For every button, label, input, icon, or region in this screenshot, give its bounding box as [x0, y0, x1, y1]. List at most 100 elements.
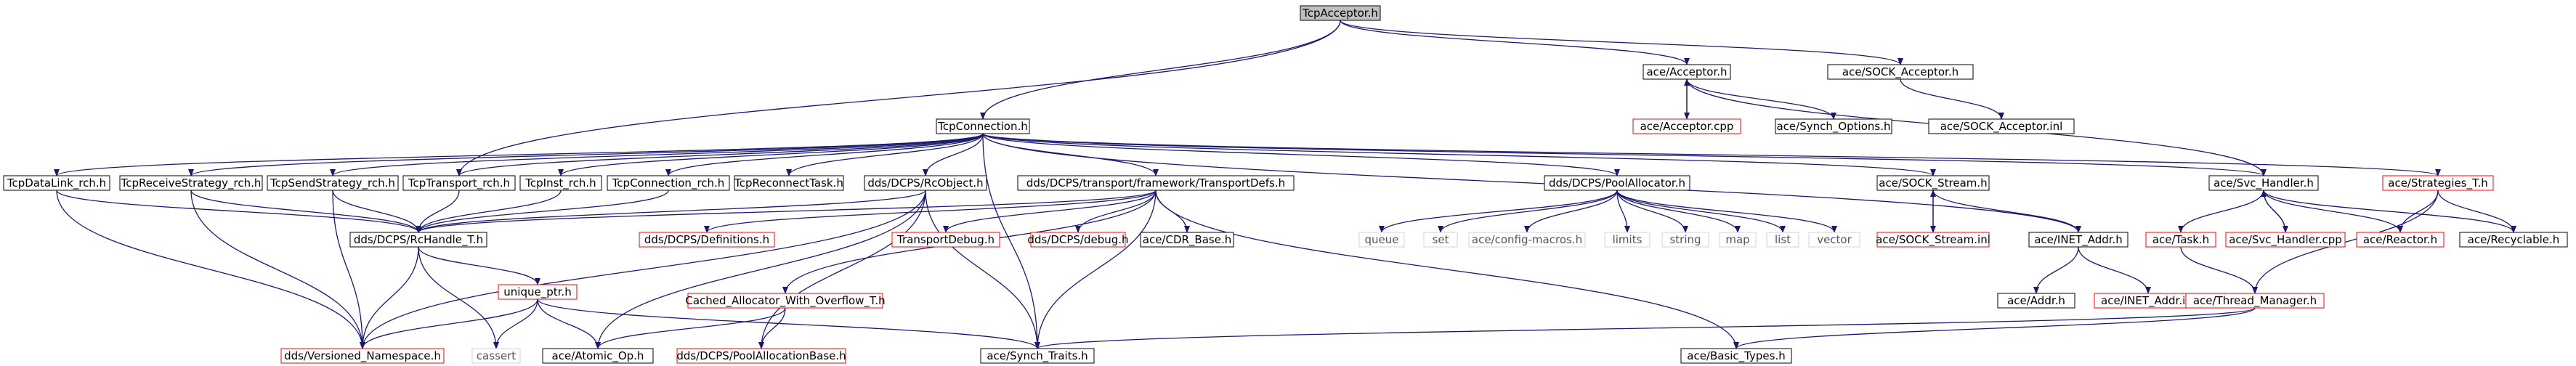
include-edge	[1340, 20, 1690, 65]
node-box	[1928, 118, 2075, 134]
node-ace-synch-traits-h[interactable]: ace/Synch_Traits.h	[980, 348, 1095, 364]
node-ace-sock-acceptor-h[interactable]: ace/SOCK_Acceptor.h	[1827, 64, 1974, 80]
node-tcpconnection-h[interactable]: TcpConnection.h	[936, 118, 1030, 134]
node-ace-recyclable-h[interactable]: ace/Recyclable.h	[2459, 232, 2568, 248]
node-box	[1140, 232, 1234, 248]
node-box	[2356, 232, 2445, 248]
node-ace-sock-stream-inl[interactable]: ace/SOCK_Stream.inl	[1876, 232, 1990, 248]
include-edge	[1524, 190, 1618, 233]
node-ace-sock-acceptor-inl[interactable]: ace/SOCK_Acceptor.inl	[1928, 118, 2075, 134]
include-edge	[595, 190, 926, 349]
node-ace-addr-h[interactable]: ace/Addr.h	[1997, 293, 2075, 309]
node-label: ace/Thread_Manager.h	[2193, 294, 2317, 308]
node-box	[542, 348, 654, 364]
include-edge	[360, 298, 538, 349]
node-ace-synch-options-h[interactable]: ace/Synch_Options.h	[1775, 118, 1892, 134]
node-list: list	[1766, 232, 1799, 248]
node-tcpreconnecttask-h[interactable]: TcpReconnectTask.h	[734, 175, 844, 191]
node-label: ace/Addr.h	[2007, 294, 2065, 307]
node-dds-poolallocator-h[interactable]: dds/DCPS/PoolAllocator.h	[1544, 175, 1690, 191]
include-edge	[1616, 190, 1741, 233]
node-dds-versioned-namespace-h[interactable]: dds/Versioned_Namespace.h	[280, 348, 445, 364]
node-label: ace/INET_Addr.inl	[2101, 294, 2195, 308]
include-edge	[2180, 246, 2258, 294]
node-ace-svc-handler-cpp[interactable]: ace/Svc_Handler.cpp	[2225, 232, 2346, 248]
node-box	[1030, 232, 1126, 248]
node-tcpconnection-rch-h[interactable]: TcpConnection_rch.h	[607, 175, 730, 191]
node-label: string	[1669, 233, 1701, 246]
node-ace-thread-manager-h[interactable]: ace/Thread_Manager.h	[2185, 293, 2325, 309]
node-dds-debug-h[interactable]: dds/DCPS/debug.h	[1027, 232, 1129, 248]
include-edge	[2437, 190, 2516, 233]
node-box	[980, 348, 1095, 364]
node-box	[1876, 175, 1990, 191]
node-ace-inet-addr-inl[interactable]: ace/INET_Addr.inl	[2094, 293, 2203, 309]
node-tcpdatalink-rch-h[interactable]: TcpDataLink_rch.h	[3, 175, 110, 191]
node-box	[676, 348, 846, 364]
node-set: set	[1423, 232, 1458, 248]
include-edge	[665, 133, 984, 176]
node-box	[1766, 232, 1799, 248]
node-box	[864, 175, 987, 191]
node-cached-allocator-h[interactable]: Cached_Allocator_With_Overflow_T.h	[685, 293, 886, 309]
node-ace-task-h[interactable]: ace/Task.h	[2145, 232, 2216, 248]
node-box	[1808, 232, 1860, 248]
node-ace-acceptor-h[interactable]: ace/Acceptor.h	[1643, 64, 1731, 80]
include-edge	[2033, 246, 2079, 294]
node-transportdebug-h[interactable]: TransportDebug.h	[891, 232, 1000, 248]
node-ace-basic-types-h[interactable]: ace/Basic_Types.h	[1680, 348, 1792, 364]
include-edge	[2263, 190, 2516, 233]
node-label: TcpAcceptor.h	[1302, 7, 1378, 20]
node-string: string	[1661, 232, 1709, 248]
include-edge	[982, 133, 2267, 176]
node-label: TcpInst_rch.h	[524, 176, 596, 190]
include-edge	[190, 190, 421, 233]
include-edge	[456, 133, 984, 176]
node-box	[1632, 118, 1741, 134]
node-tcpreceivestrategy-rch-h[interactable]: TcpReceiveStrategy_rch.h	[119, 175, 263, 191]
node-dds-rchandle-t-h[interactable]: dds/DCPS/RcHandle_T.h	[349, 232, 487, 248]
node-box	[891, 232, 1000, 248]
node-tcpinst-rch-h[interactable]: TcpInst_rch.h	[519, 175, 602, 191]
node-ace-inet-addr-h[interactable]: ace/INET_Addr.h	[2028, 232, 2129, 248]
node-ace-cdr-base-h[interactable]: ace/CDR_Base.h	[1140, 232, 1234, 248]
node-box	[1643, 64, 1731, 80]
include-edge	[418, 246, 540, 285]
node-label: Cached_Allocator_With_Overflow_T.h	[685, 294, 885, 308]
node-limits: limits	[1604, 232, 1650, 248]
node-dds-definitions-h[interactable]: dds/DCPS/Definitions.h	[639, 232, 775, 248]
include-edge	[1932, 190, 2081, 233]
node-box	[639, 232, 775, 248]
node-label: TcpSendStrategy_rch.h	[270, 176, 395, 190]
node-ace-strategies-t-h[interactable]: ace/Strategies_T.h	[2382, 175, 2494, 191]
include-edge	[982, 133, 1040, 349]
node-ace-atomic-op-h[interactable]: ace/Atomic_Op.h	[542, 348, 654, 364]
node-tcpsendstrategy-rch-h[interactable]: TcpSendStrategy_rch.h	[267, 175, 399, 191]
node-tcptransport-rch-h[interactable]: TcpTransport_rch.h	[402, 175, 516, 191]
node-queue: queue	[1358, 232, 1405, 248]
node-ace-reactor-h[interactable]: ace/Reactor.h	[2356, 232, 2445, 248]
node-box	[2145, 232, 2216, 248]
include-edge	[1438, 190, 1618, 233]
node-ace-sock-stream-h[interactable]: ace/SOCK_Stream.h	[1876, 175, 1990, 191]
node-unique-ptr-h[interactable]: unique_ptr.h	[498, 284, 578, 300]
node-box	[1468, 232, 1586, 248]
node-label: list	[1775, 233, 1791, 246]
node-label: unique_ptr.h	[503, 285, 571, 299]
include-edge	[1034, 307, 2256, 349]
include-edge	[2252, 190, 2439, 294]
node-ace-config-macros-h: ace/config-macros.h	[1468, 232, 1586, 248]
include-edge	[786, 133, 984, 176]
node-ace-acceptor-cpp[interactable]: ace/Acceptor.cpp	[1632, 118, 1741, 134]
include-edge	[416, 190, 669, 233]
node-box	[280, 348, 445, 364]
node-box	[1775, 118, 1892, 134]
include-edge	[1379, 190, 1618, 233]
node-dds-rcobject-h[interactable]: dds/DCPS/RcObject.h	[864, 175, 987, 191]
node-box	[2382, 175, 2494, 191]
node-ace-svc-handler-h[interactable]: ace/Svc_Handler.h	[2208, 175, 2319, 191]
node-dds-transportdefs-h[interactable]: dds/DCPS/transport/framework/TransportDe…	[1017, 175, 1295, 191]
node-dds-poolallocationbase-h[interactable]: dds/DCPS/PoolAllocationBase.h	[676, 348, 846, 364]
